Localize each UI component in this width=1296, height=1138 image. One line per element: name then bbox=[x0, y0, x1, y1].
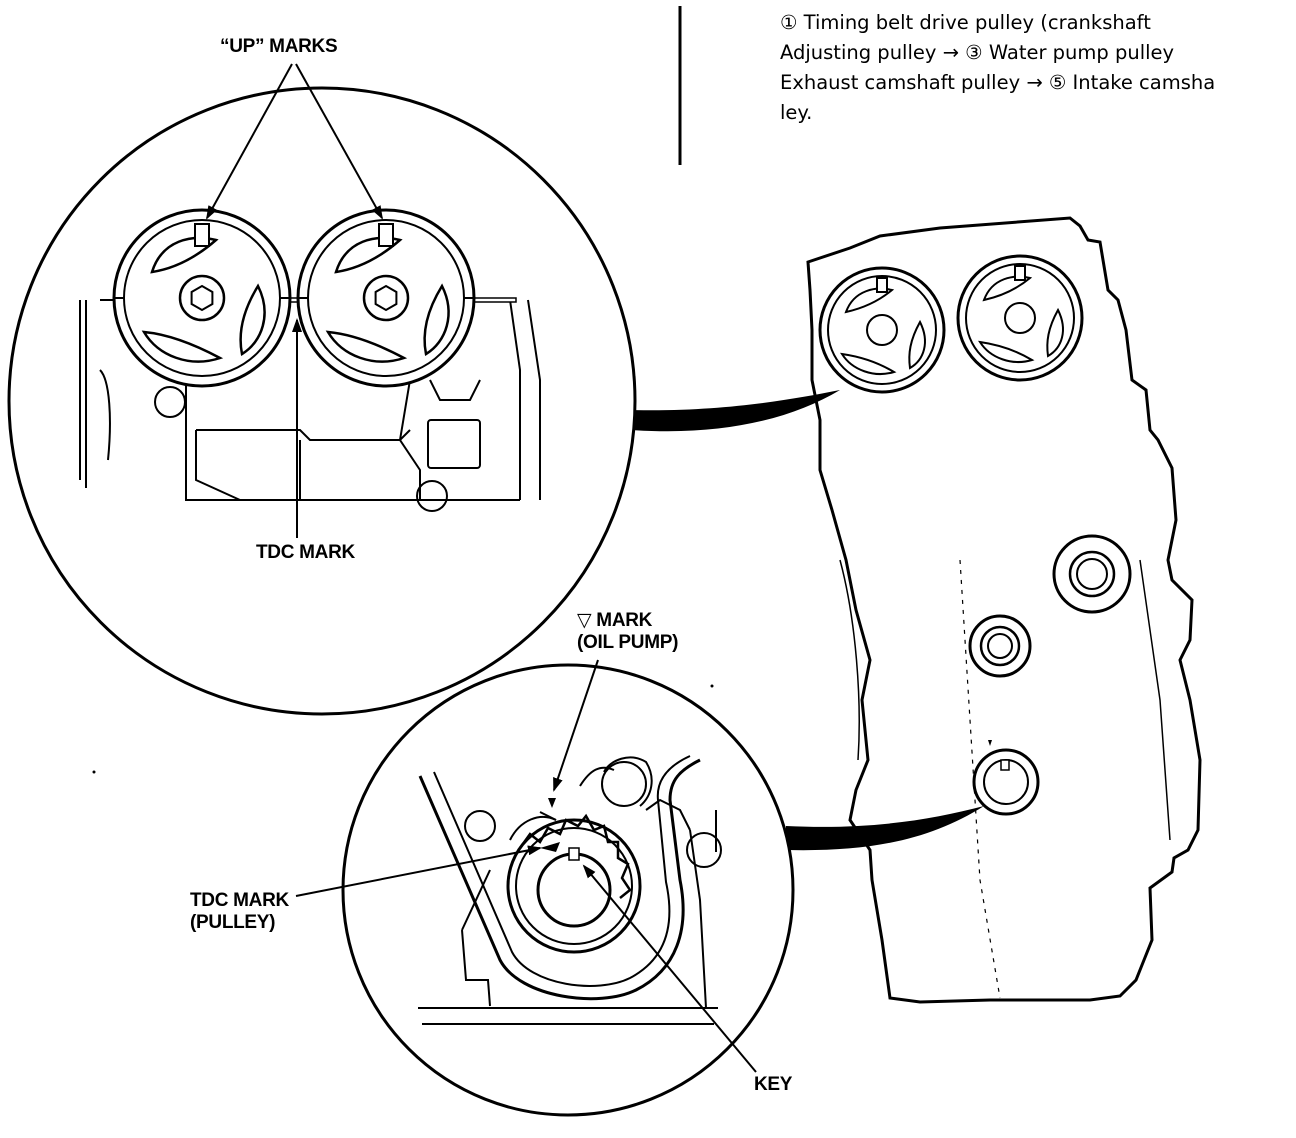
v-mark-label: ▽ MARK (OIL PUMP) bbox=[577, 610, 678, 654]
v-mark-label-line2: (OIL PUMP) bbox=[577, 632, 679, 653]
up-marks-label: “UP” MARKS bbox=[220, 36, 338, 57]
up-mark-arrow-right bbox=[295, 63, 383, 220]
speck bbox=[710, 684, 714, 688]
instruction-line-3: Exhaust camshaft pulley → ⑤ Intake camsh… bbox=[780, 71, 1216, 94]
tdc-pulley-arrow bbox=[295, 845, 542, 897]
instruction-line-1: ① Timing belt drive pulley (crankshaft bbox=[780, 11, 1151, 34]
connector-top bbox=[632, 390, 840, 432]
engine-block bbox=[806, 216, 1202, 1004]
v-mark-arrow bbox=[553, 659, 599, 792]
tdc-mark-pulley-line2: (PULLEY) bbox=[190, 912, 276, 933]
camshaft-detail-circle bbox=[7, 86, 637, 716]
installation-order-text: ① Timing belt drive pulley (crankshaft A… bbox=[780, 8, 1296, 128]
tdc-mark-pulley-line1: TDC MARK bbox=[190, 890, 289, 911]
up-mark-arrow-left bbox=[206, 63, 293, 220]
speck bbox=[92, 770, 96, 774]
tdc-mark-label: TDC MARK bbox=[256, 542, 355, 563]
instruction-line-2: Adjusting pulley → ③ Water pump pulley bbox=[780, 41, 1175, 64]
v-mark-label-line1: ▽ MARK bbox=[577, 610, 653, 631]
key-arrow bbox=[582, 864, 757, 1073]
instruction-line-4: ley. bbox=[780, 101, 813, 124]
crankshaft-detail-circle bbox=[341, 663, 795, 1117]
key-label: KEY bbox=[754, 1074, 793, 1095]
connector-bottom bbox=[786, 806, 984, 851]
tdc-mark-pulley-label: TDC MARK (PULLEY) bbox=[190, 890, 289, 934]
